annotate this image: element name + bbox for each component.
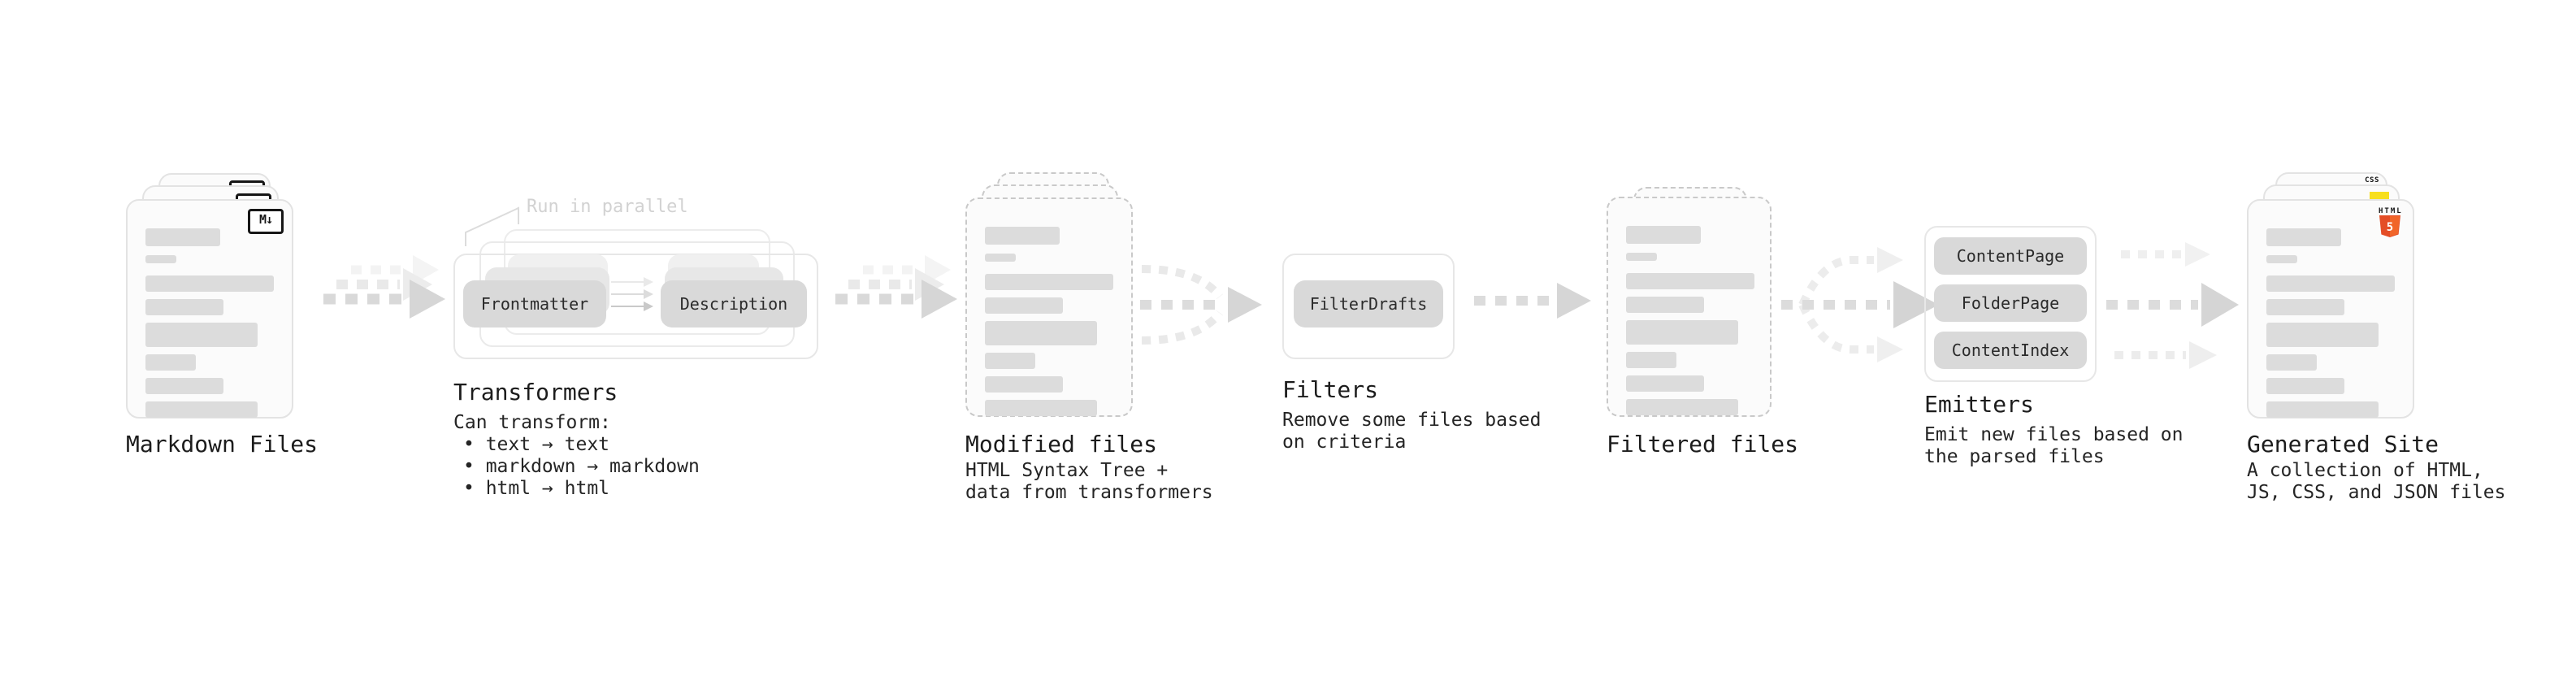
transform-arrow-back: [611, 277, 653, 287]
stage-label-markdown-files: Markdown Files: [126, 431, 319, 458]
stage-label-filtered-files: Filtered files: [1607, 431, 1799, 458]
skeleton-bar: [985, 274, 1113, 290]
filtered-file-card: [1607, 197, 1772, 417]
bullet-markdown-to-markdown: • markdown → markdown: [463, 456, 700, 477]
skeleton-bar: [2266, 299, 2344, 315]
annotation-leader-line: [465, 206, 519, 246]
skeleton-bar: [985, 227, 1060, 245]
arrow-emitters-to-generated: [2106, 242, 2239, 369]
modified-file-card: [965, 197, 1133, 417]
skeleton-bar: [985, 353, 1035, 369]
skeleton-bar: [1626, 273, 1754, 289]
emitter-pill-folderpage: FolderPage: [1934, 284, 2087, 322]
generated-site-description: A collection of HTML, JS, CSS, and JSON …: [2247, 460, 2506, 504]
emitters-box: [1924, 226, 2097, 382]
transformer-layer-front: [453, 254, 818, 359]
file-skeleton: [128, 201, 292, 418]
skeleton-bar: [985, 376, 1063, 393]
subtitle-line: on criteria: [1282, 432, 1407, 453]
bullet-html-to-html: • html → html: [463, 478, 610, 499]
javascript-icon: [2370, 192, 2389, 200]
filter-pill-filterdrafts: FilterDrafts: [1294, 280, 1443, 327]
skeleton-bar: [145, 228, 220, 246]
transformers-description: Can transform: • text → text • markdown …: [453, 412, 700, 500]
transform-arrow-mid: [611, 289, 653, 299]
skeleton-bar: [1626, 226, 1701, 244]
skeleton-bar: [985, 321, 1097, 345]
subtitle-line: Remove some files based: [1282, 410, 1542, 431]
skeleton-bar: [2266, 378, 2344, 394]
arrow-modified-to-filters: [1140, 265, 1262, 345]
skeleton-bar: [145, 299, 223, 315]
arrow-markdown-to-transformers: [323, 255, 445, 319]
skeleton-bar: [2266, 255, 2297, 263]
skeleton-bar: [985, 254, 1016, 262]
emitter-pill-contentindex: ContentIndex: [1934, 332, 2087, 369]
arrow-filters-to-filtered: [1474, 283, 1591, 319]
bullet-text-to-text: • text → text: [463, 434, 610, 455]
html5-shield: 5: [2379, 215, 2400, 237]
emitters-description: Emit new files based on the parsed files: [1924, 424, 2184, 468]
svg-text:5: 5: [2387, 221, 2393, 234]
skeleton-bar: [2266, 401, 2379, 418]
stage-label-modified-files: Modified files: [965, 431, 1158, 458]
skeleton-bar: [1626, 253, 1657, 261]
html5-icon: HTML 5: [2379, 207, 2401, 237]
skeleton-bar: [1626, 352, 1676, 368]
arrow-transformers-to-modified: [835, 255, 957, 319]
skeleton-bar: [145, 255, 176, 263]
skeleton-bar: [145, 323, 258, 347]
skeleton-bar: [145, 378, 223, 394]
file-skeleton: [2249, 201, 2413, 418]
modified-files-description: HTML Syntax Tree + data from transformer…: [965, 460, 1213, 504]
skeleton-bar: [1626, 297, 1704, 313]
transformer-pill-frontmatter: Frontmatter: [463, 280, 606, 327]
filters-box: [1282, 254, 1455, 359]
skeleton-bar: [985, 400, 1097, 416]
subtitle-line: A collection of HTML,: [2247, 460, 2483, 481]
transform-arrow-front: [611, 301, 653, 311]
subtitle-line: Emit new files based on: [1924, 424, 2184, 445]
subtitle-line: JS, CSS, and JSON files: [2247, 482, 2506, 503]
skeleton-bar: [2266, 354, 2317, 371]
skeleton-bar: [2266, 323, 2379, 347]
file-skeleton: [967, 199, 1131, 416]
skeleton-bar: [145, 275, 274, 292]
skeleton-bar: [145, 401, 258, 418]
skeleton-bar: [145, 354, 196, 371]
skeleton-bar: [1626, 399, 1738, 415]
stage-label-generated-site: Generated Site: [2247, 431, 2439, 458]
can-transform-intro: Can transform:: [453, 412, 611, 433]
subtitle-line: the parsed files: [1924, 446, 2105, 467]
filters-description: Remove some files based on criteria: [1282, 410, 1542, 453]
generated-card-html: HTML 5: [2247, 199, 2414, 419]
emitter-pill-contentpage: ContentPage: [1934, 237, 2087, 275]
stage-label-emitters: Emitters: [1924, 391, 2034, 418]
skeleton-bar: [2266, 228, 2341, 246]
stage-label-transformers: Transformers: [453, 379, 618, 406]
markdown-icon: M↓: [248, 209, 284, 234]
stage-label-filters: Filters: [1282, 376, 1379, 403]
transformer-pill-description: Description: [661, 280, 807, 327]
arrow-filtered-to-emitters: [1781, 247, 1939, 362]
skeleton-bar: [1626, 320, 1738, 345]
subtitle-line: data from transformers: [965, 482, 1213, 503]
file-skeleton: [1608, 198, 1770, 415]
skeleton-bar: [985, 297, 1063, 314]
skeleton-bar: [2266, 275, 2395, 292]
run-in-parallel-annotation: Run in parallel: [527, 197, 688, 217]
markdown-file-card: M↓: [126, 199, 293, 419]
subtitle-line: HTML Syntax Tree +: [965, 460, 1169, 481]
skeleton-bar: [1626, 375, 1704, 392]
